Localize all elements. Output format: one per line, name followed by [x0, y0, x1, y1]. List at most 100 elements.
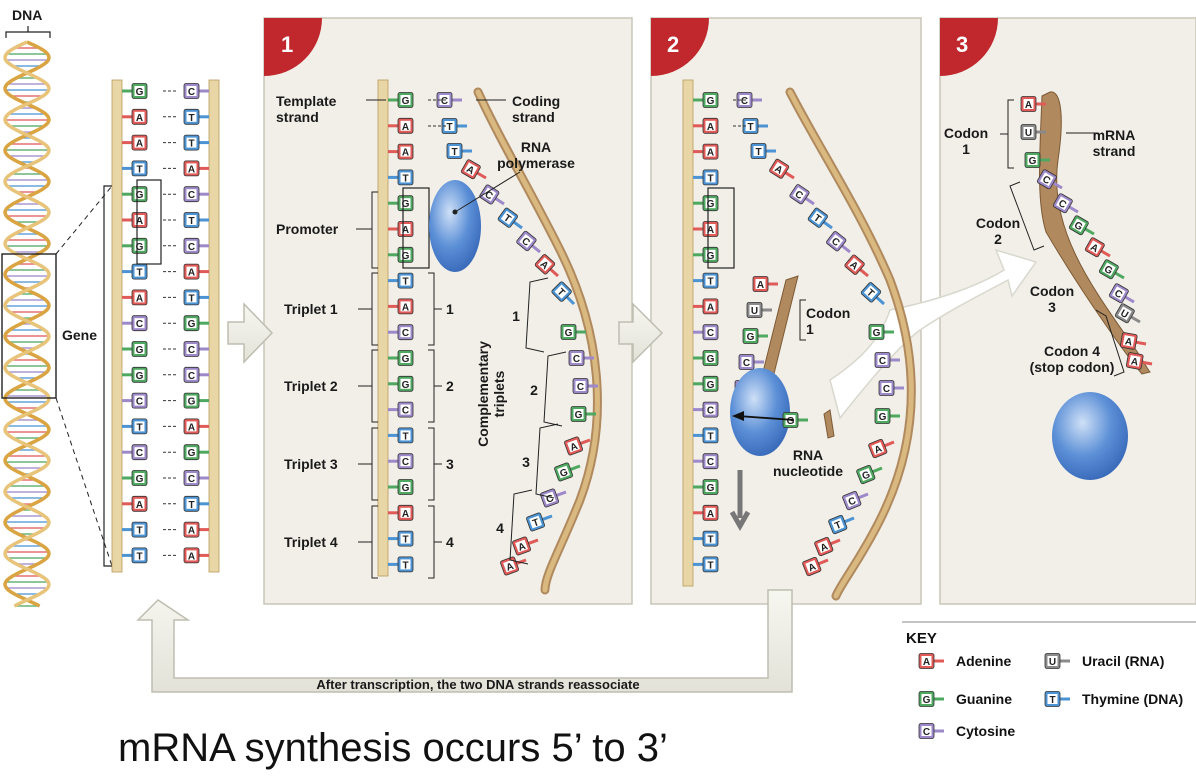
svg-text:A: A — [807, 561, 818, 574]
svg-text:C: C — [1040, 174, 1052, 187]
key-label-A: Adenine — [956, 653, 1011, 669]
svg-text:A: A — [402, 148, 409, 159]
svg-text:T: T — [707, 535, 713, 546]
template-A: A — [388, 117, 414, 134]
gene-coding-T: T — [183, 108, 209, 125]
svg-text:U: U — [1118, 308, 1130, 321]
svg-text:G: G — [402, 251, 410, 262]
svg-text:A: A — [136, 139, 143, 150]
svg-text:C: C — [707, 457, 714, 468]
panel2-template-A: A — [693, 298, 719, 315]
coding-A: A — [500, 556, 527, 576]
gene-template-G: G — [122, 366, 148, 383]
gene-template-A: A — [122, 108, 148, 125]
svg-text:G: G — [1029, 156, 1037, 167]
template-C: C — [388, 453, 414, 470]
gene-coding-C: C — [183, 341, 209, 357]
svg-text:A: A — [1130, 356, 1139, 368]
mrna-G: G — [1024, 152, 1050, 168]
svg-text:A: A — [707, 509, 714, 520]
svg-text:C: C — [545, 493, 556, 506]
svg-text:T: T — [136, 526, 142, 537]
svg-text:C: C — [743, 358, 750, 369]
zoom-line-bottom — [55, 397, 113, 567]
panel2-rna-polymerase — [730, 368, 790, 456]
svg-text:U: U — [751, 306, 758, 317]
svg-text:T: T — [188, 500, 194, 511]
template-G: G — [388, 92, 414, 108]
svg-text:G: G — [923, 695, 931, 706]
gene-coding-A: A — [183, 160, 209, 177]
svg-text:U: U — [1025, 128, 1032, 139]
svg-text:C: C — [188, 371, 195, 382]
svg-text:A: A — [1025, 100, 1032, 111]
template-G: G — [388, 350, 414, 366]
gene-template-G: G — [122, 83, 148, 99]
svg-text:T: T — [1049, 695, 1055, 706]
svg-text:C: C — [188, 190, 195, 201]
template-T: T — [388, 427, 414, 444]
panel2-template-G: G — [693, 350, 719, 366]
svg-text:C: C — [847, 495, 858, 508]
mrna-C: C — [1036, 169, 1063, 190]
panel-1-bg — [263, 17, 633, 605]
gene-bracket — [103, 185, 112, 567]
coding-C: C — [516, 230, 541, 254]
panel2-template-T: T — [693, 427, 719, 444]
svg-text:A: A — [873, 443, 884, 456]
template-A: A — [388, 298, 414, 315]
svg-text:G: G — [565, 328, 573, 339]
mrna-U: U — [1114, 303, 1141, 324]
template-T: T — [388, 272, 414, 289]
complementary-triplets-label: Complementarytriplets — [475, 341, 507, 447]
svg-text:T: T — [755, 147, 761, 158]
svg-text:C: C — [188, 87, 195, 98]
template-A: A — [388, 504, 414, 521]
svg-text:G: G — [136, 190, 144, 201]
panel-badges: 1 2 3 — [264, 18, 998, 76]
svg-text:G: G — [707, 199, 715, 210]
gene-coding-C: C — [183, 237, 209, 254]
triplet-4-label: Triplet 4 — [284, 534, 338, 550]
complementary-1-number: 1 — [512, 308, 520, 324]
mrna-C: C — [1108, 283, 1135, 304]
panel2-template-C: C — [693, 453, 719, 470]
panel2-template-C: C — [693, 324, 719, 341]
panel2-template-G: G — [693, 195, 719, 212]
coding-T: T — [446, 143, 472, 159]
coding-C: C — [540, 488, 567, 508]
gene-coding-C: C — [183, 83, 209, 99]
svg-text:T: T — [136, 422, 142, 433]
key-swatch-A: A — [918, 653, 944, 669]
svg-text:T: T — [531, 517, 541, 529]
caption: mRNA synthesis occurs 5’ to 3’ — [118, 726, 668, 770]
gene-template-G: G — [122, 470, 148, 486]
gene-template-T: T — [122, 418, 148, 435]
svg-text:T: T — [707, 277, 713, 288]
svg-text:T: T — [136, 551, 142, 562]
codon-4-label: Codon 4(stop codon) — [1030, 343, 1115, 375]
svg-text:A: A — [569, 441, 580, 454]
svg-text:T: T — [864, 287, 876, 299]
mrna-G: G — [1098, 259, 1125, 280]
svg-text:G: G — [707, 483, 715, 494]
svg-text:A: A — [188, 526, 195, 537]
svg-text:C: C — [879, 356, 886, 367]
svg-text:T: T — [188, 216, 194, 227]
panel2-coding-T: T — [742, 118, 768, 134]
template-G: G — [388, 195, 414, 212]
triplet-1-number: 1 — [446, 301, 454, 317]
svg-text:G: G — [707, 251, 715, 262]
svg-text:A: A — [517, 541, 528, 554]
mrna-A: A — [1020, 96, 1046, 112]
key-title: KEY — [906, 630, 937, 647]
svg-text:G: G — [879, 412, 887, 423]
svg-text:G: G — [402, 199, 410, 210]
svg-text:G: G — [402, 354, 410, 365]
svg-text:T: T — [402, 431, 408, 442]
gene-template-C: C — [122, 392, 148, 409]
coding-T: T — [441, 118, 467, 134]
